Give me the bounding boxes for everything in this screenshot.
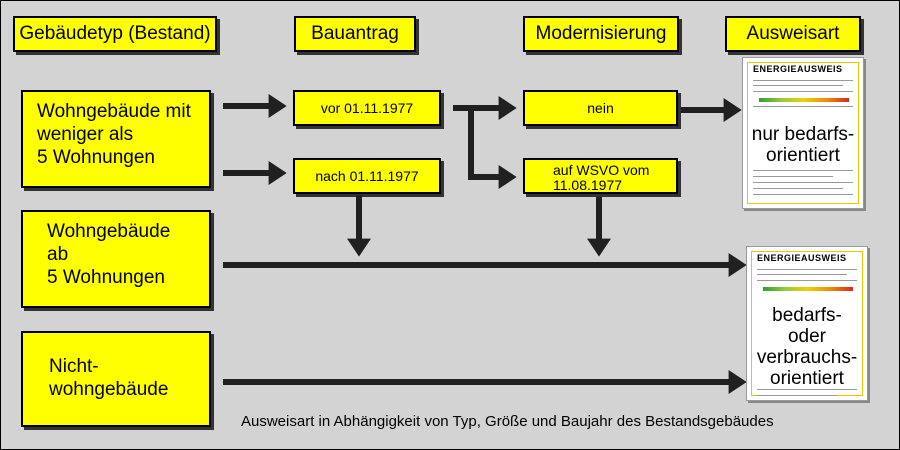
ausweis-caption-bedarf: nur bedarfs- orientiert bbox=[743, 124, 863, 166]
energieausweis-bedarf-document: ENERGIEAUSWEIS nur bedarfs- orientiert bbox=[742, 57, 864, 209]
doc-title: ENERGIEAUSWEIS bbox=[753, 64, 843, 74]
ausweis-caption-bedarf-verbrauch: bedarfs- oder verbrauchs- orientiert bbox=[747, 305, 867, 389]
doc-title: ENERGIEAUSWEIS bbox=[757, 253, 847, 263]
diagram-caption: Ausweisart in Abhängigkeit von Typ, Größ… bbox=[241, 413, 774, 430]
arrow-vor-wsvo bbox=[471, 108, 501, 177]
energieausweis-bedarf-verbrauch-document: ENERGIEAUSWEIS bedarfs- oder verbrauchs-… bbox=[746, 246, 868, 401]
